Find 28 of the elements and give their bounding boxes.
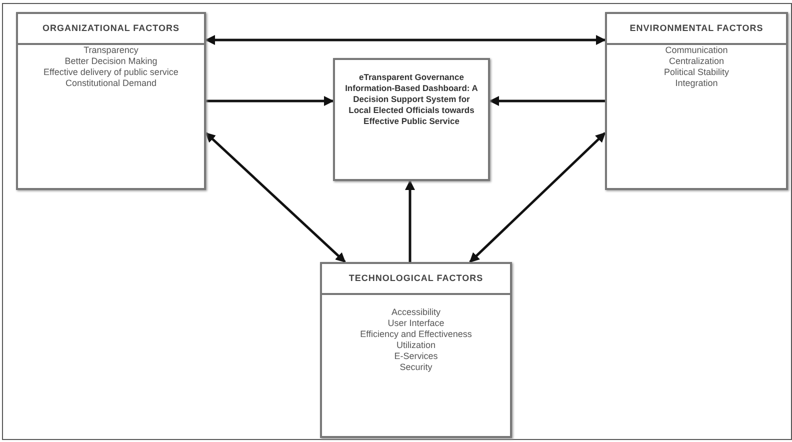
factor-item: Political Stability (664, 67, 730, 78)
factor-item: Constitutional Demand (65, 78, 157, 89)
factor-box (605, 12, 788, 190)
box-heading: ORGANIZATIONAL FACTORS (42, 22, 180, 35)
factor-box (16, 12, 206, 190)
box-heading: TECHNOLOGICAL FACTORS (348, 272, 484, 285)
factor-item: Centralization (668, 56, 724, 67)
factor-item: E-Services (394, 351, 438, 362)
factor-item: User Interface (388, 318, 444, 329)
factor-item: Effective delivery of public service (44, 67, 178, 78)
factor-item: Efficiency and Effectiveness (360, 329, 472, 340)
factor-item: Security (400, 362, 432, 373)
arrow (206, 96, 334, 106)
box-heading: ENVIRONMENTAL FACTORS (630, 22, 764, 35)
arrow (489, 96, 605, 106)
arrow (469, 132, 606, 263)
arrow (205, 35, 606, 45)
factor-item: Better Decision Making (64, 56, 158, 67)
factor-item: Transparency (84, 45, 138, 56)
process-box (333, 58, 490, 181)
factor-item: Communication (665, 45, 728, 56)
factor-item: Utilization (396, 340, 436, 351)
factor-box (320, 262, 512, 438)
factor-item: Accessibility (391, 307, 440, 318)
factor-item: Integration (675, 78, 718, 89)
box-title: eTransparent Governance Information-Based Dashboard: A Decision Support System for Local Elected Officials towards Effective Public Service (344, 72, 479, 127)
arrow (405, 180, 415, 262)
arrow (205, 132, 346, 263)
